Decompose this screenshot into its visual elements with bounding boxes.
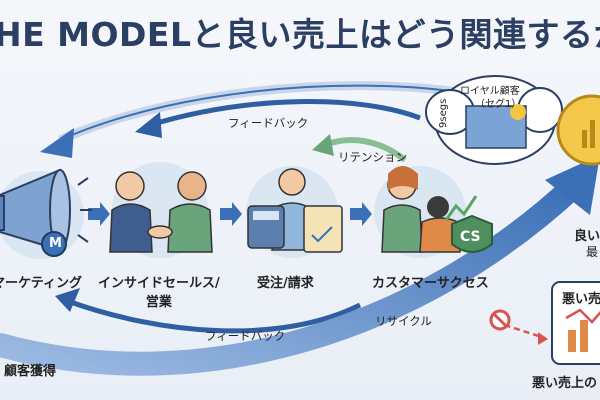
loyal-customer-cloud-icon bbox=[425, 75, 563, 165]
flow-arrow-1 bbox=[88, 202, 110, 226]
gold-coin-icon bbox=[556, 94, 600, 166]
diagram-title: HE MODELと良い売上はどう関連するか bbox=[0, 15, 600, 54]
megaphone-icon bbox=[0, 168, 92, 259]
marketing-badge-text: M bbox=[49, 236, 62, 251]
cs-badge-text: CS bbox=[460, 229, 481, 245]
m-badge-icon bbox=[41, 231, 67, 257]
calculator-clipboard-icon bbox=[246, 166, 343, 258]
arrow-label-recycle: リサイクル bbox=[375, 314, 432, 328]
cloud-label-line2: （セグ1） bbox=[475, 99, 522, 110]
cloud-label-line1: ロイヤル顧客 bbox=[460, 86, 520, 97]
cloud-side-label: 9segs bbox=[438, 98, 449, 128]
customer-success-people-icon bbox=[374, 166, 478, 258]
customer-acquisition-label: 顧客獲得 bbox=[4, 364, 57, 379]
flow-arrow-3 bbox=[350, 202, 372, 226]
arrow-label-retention: リテンション bbox=[338, 150, 407, 164]
retention-arrow bbox=[323, 137, 407, 163]
handshake-people-icon bbox=[109, 162, 213, 258]
stage-label-inside-sales: インサイドセールス/ 営業 bbox=[98, 272, 220, 310]
outer-loop-arrowhead bbox=[40, 128, 74, 158]
good-sales-partial-label: 良い bbox=[574, 229, 600, 244]
big-rising-arrow bbox=[0, 173, 587, 376]
stage-label-inside-sales-line1: インサイドセールス/ bbox=[98, 276, 220, 291]
stage-label-inside-sales-line2: 営業 bbox=[145, 295, 172, 310]
stage-label-order: 受注/請求 bbox=[257, 276, 314, 291]
cs-shield-icon bbox=[451, 214, 493, 253]
bad-sales-box bbox=[551, 281, 600, 365]
flow-arrow-2 bbox=[220, 202, 242, 226]
arrow-label-feedback-bottom: フィードバック bbox=[205, 329, 286, 343]
feedback-bottom-arrow bbox=[64, 297, 362, 334]
stage-label-marketing: マーケティング bbox=[0, 276, 82, 291]
bad-sales-box-label: 悪い売 bbox=[562, 292, 600, 307]
stage-label-customer-success: カスタマーサクセス bbox=[372, 276, 489, 291]
good-sales-partial-label-2: 最 bbox=[586, 245, 599, 259]
bad-sales-bottom-label: 悪い売上の bbox=[532, 376, 598, 391]
arrow-label-feedback-top: フィードバック bbox=[228, 116, 309, 130]
feedback-top-arrow bbox=[149, 99, 421, 128]
bad-sales-dashed-arrow bbox=[494, 320, 546, 340]
